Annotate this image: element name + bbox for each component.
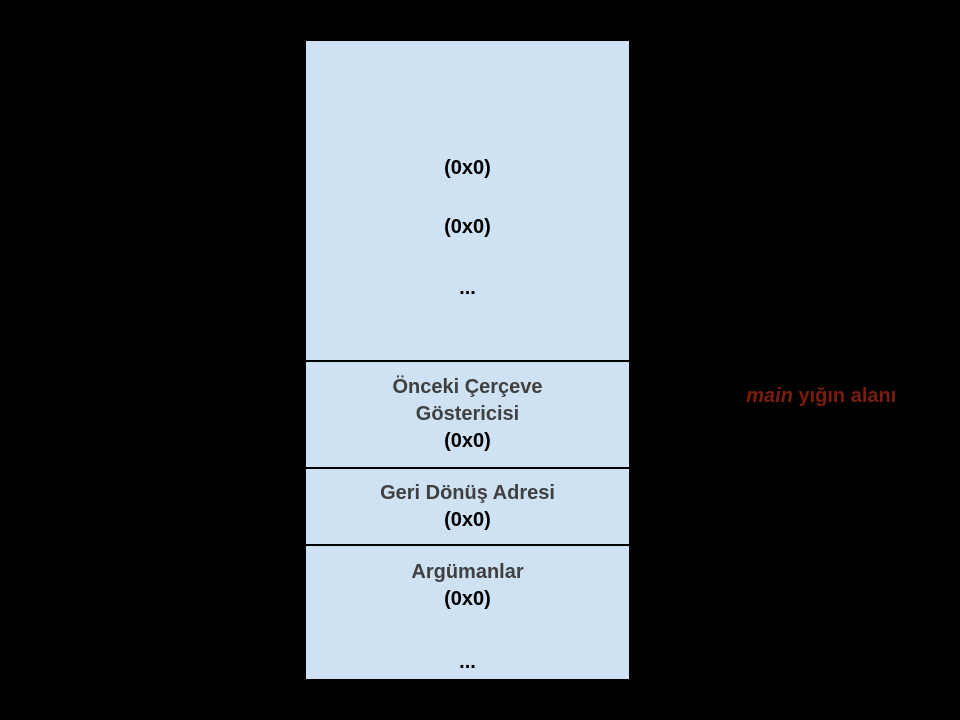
previous-frame-pointer-label-line2: Göstericisi [415,403,520,425]
stack-slot-value: (0x0) [444,216,491,238]
annotation-function-name: main [746,385,793,407]
stack-frame-box: (0x0) (0x0) ... Önceki Çerçeve Gösterici… [304,39,631,681]
return-address-section: Geri Dönüş Adresi (0x0) [306,469,629,546]
annotation-suffix: yığın alanı [792,385,897,407]
arguments-section: Argümanlar (0x0) ... [306,546,629,679]
arguments-ellipsis: ... [459,651,476,673]
previous-frame-pointer-value: (0x0) [444,430,491,452]
return-address-value: (0x0) [444,508,491,531]
stack-area-annotation: main yığın alanı [724,354,896,438]
arguments-label: Argümanlar [411,561,524,583]
previous-frame-pointer-section: Önceki Çerçeve Göstericisi (0x0) [306,362,629,469]
previous-frame-pointer-label-line1: Önceki Çerçeve [392,376,543,398]
stack-ellipsis: ... [459,277,476,299]
arguments-value: (0x0) [444,588,491,610]
stack-slot-value: (0x0) [444,157,491,179]
return-address-label: Geri Dönüş Adresi [380,481,555,504]
upper-stack-section: (0x0) (0x0) ... [306,41,629,362]
